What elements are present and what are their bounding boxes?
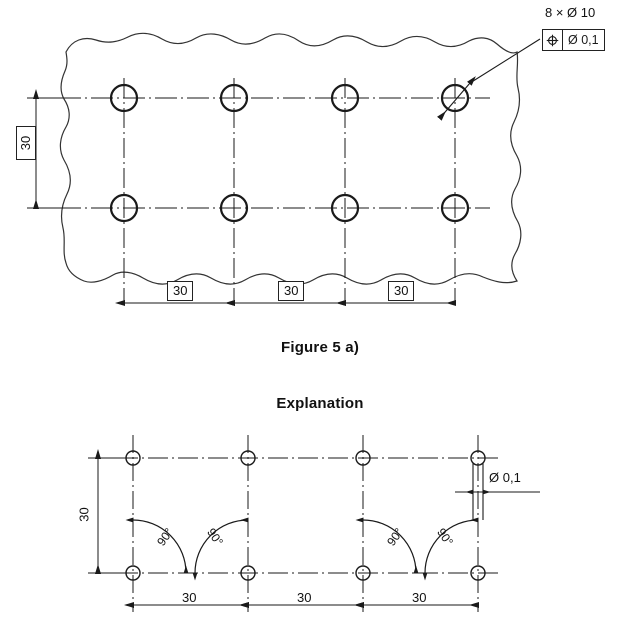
horizontal-dimension-30-3: 30 [388,281,415,301]
hole [219,83,249,113]
horizontal-dimension-30-2: 30 [278,281,305,301]
angle-arc-4 [422,517,479,581]
angle-arc-3 [355,517,419,574]
true-position-point [240,450,256,466]
feature-control-frame: Ø 0,1 [542,29,605,51]
explanation-caption: Explanation [276,395,364,412]
hole [219,193,249,223]
hole [109,83,139,113]
position-tolerance-value: Ø 0,1 [562,30,604,50]
hole [109,193,139,223]
horizontal-dimension-30-1: 30 [167,281,194,301]
exp-horizontal-dimension-30-3: 30 [412,590,427,605]
position-symbol [543,30,562,50]
angle-arc-2 [192,517,249,581]
callout-quantity-label: 8 × Ø 10 [545,5,596,20]
callout-leader-line [469,38,541,84]
part-outline-break-line [59,32,522,285]
exp-vertical-dimension-30: 30 [76,507,92,522]
figure-a-geometry [27,32,541,306]
figure-caption: Figure 5 a) [280,339,360,356]
true-position-point [470,450,486,466]
vertical-dimension-30: 30 [16,126,36,160]
position-symbol-glyph [546,34,559,46]
angle-arc-1 [125,517,189,574]
callout-leader-diameter-arrow [437,76,476,121]
true-position-point [355,450,371,466]
exp-horizontal-dimension-30-1: 30 [182,590,197,605]
hole [440,193,470,223]
exp-horizontal-dimension-30-2: 30 [297,590,312,605]
hole [330,193,360,223]
hole [330,83,360,113]
tolerance-zone-label: Ø 0,1 [489,470,521,485]
explanation-geometry [88,435,540,612]
